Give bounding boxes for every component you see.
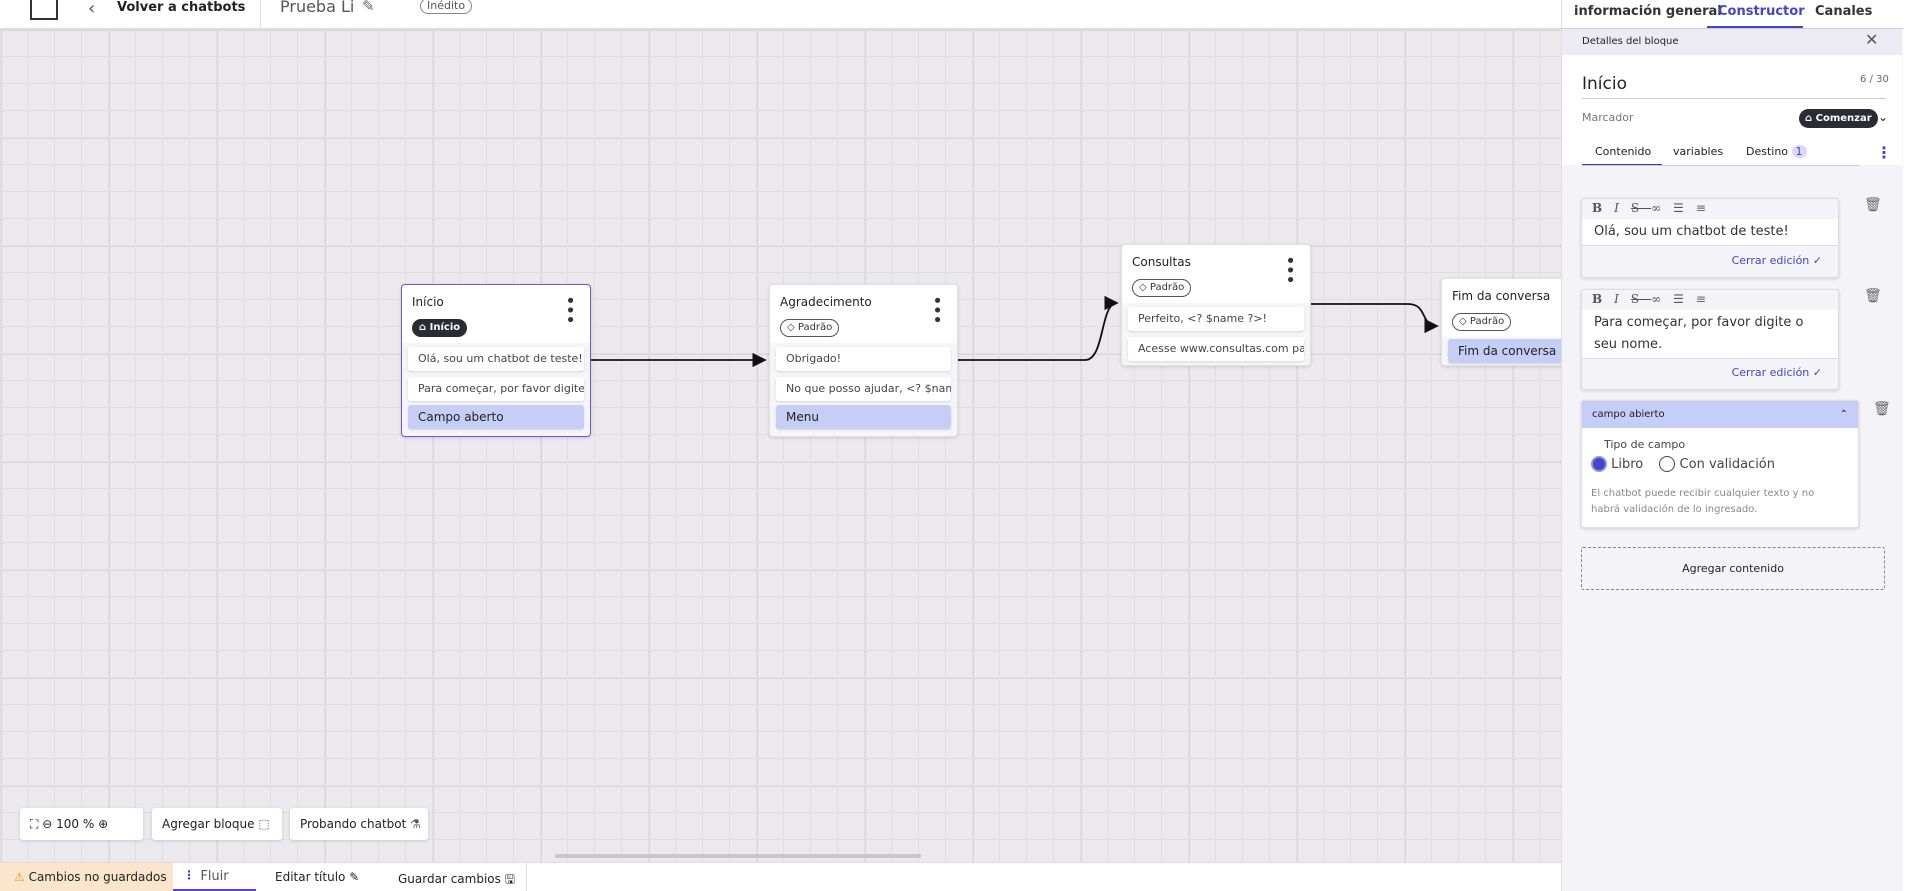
trash-icon[interactable]: 🗑 <box>1864 197 1882 213</box>
node-item[interactable]: Acesse www.consultas.com par... <box>1128 337 1304 361</box>
more-icon[interactable]: ⋮ <box>183 868 195 882</box>
content-text[interactable]: Olá, sou um chatbot de teste! <box>1582 219 1838 246</box>
node-action[interactable]: Campo aberto <box>408 405 584 429</box>
char-count: 6 / 30 <box>1860 74 1889 85</box>
marker-select[interactable]: ⌂ Comenzar <box>1799 109 1878 128</box>
unsaved-warning: ⚠ Cambios no guardados <box>0 863 173 891</box>
more-icon[interactable]: ••• <box>926 295 947 324</box>
field-help-text: El chatbot puede recibir cualquier texto… <box>1591 488 1815 515</box>
more-icon[interactable]: ••• <box>1279 255 1300 284</box>
content-editor[interactable]: BIS∞☰≡ Para começar, por favor digite o … <box>1581 289 1839 390</box>
zoom-controls: ⛶ ⊖ 100 % ⊕ <box>20 808 143 840</box>
flow-node-consultas[interactable]: Consultas ••• ◇ Padrão Perfeito, <? $nam… <box>1121 244 1311 366</box>
chevron-down-icon[interactable]: ⌄ <box>1878 110 1889 124</box>
chevron-up-icon: ⌃ <box>1839 409 1848 420</box>
format-toolbar[interactable]: BIS∞☰≡ <box>1592 201 1718 215</box>
node-item[interactable]: No que posso ajudar, <? $name ... <box>776 377 951 401</box>
edit-title-button[interactable]: Editar título ✎ <box>275 870 360 884</box>
node-tag: ◇ Padrão <box>780 319 840 337</box>
horizontal-scrollbar[interactable] <box>555 854 921 858</box>
save-changes-button[interactable]: Guardar cambios 🖫 <box>398 872 515 886</box>
connections <box>591 295 1439 368</box>
node-item[interactable]: Obrigado! <box>776 347 951 371</box>
chevron-left-icon[interactable]: ‹ <box>88 0 96 19</box>
zoom-out-icon[interactable]: ⊖ <box>42 817 53 831</box>
close-edit-button[interactable]: Cerrar edición ✓ <box>1731 366 1822 379</box>
node-title: Agradecimento <box>780 295 872 309</box>
test-chatbot-label: Probando chatbot <box>300 817 407 831</box>
connection-line <box>1311 303 1439 334</box>
more-icon[interactable]: ⋮ <box>1876 143 1892 162</box>
flow-node-inicio[interactable]: Início ••• ⌂ Início Olá, sou um chatbot … <box>401 284 591 437</box>
fit-screen-icon[interactable]: ⛶ <box>30 817 39 831</box>
subtab-variables[interactable]: variables <box>1673 145 1724 158</box>
block-details-panel: información general Constructor Canales … <box>1561 0 1912 891</box>
home-icon: ⌂ <box>1805 113 1816 124</box>
open-field-header[interactable]: campo abierto⌃ <box>1582 401 1858 428</box>
destino-count: 1 <box>1791 145 1807 158</box>
tag-icon: ◇ <box>1459 316 1470 327</box>
home-icon: ⌂ <box>419 322 430 333</box>
subtab-destino[interactable]: Destino 1 <box>1746 145 1807 158</box>
node-item[interactable]: Para começar, por favor digite o ... <box>408 377 584 401</box>
back-link[interactable]: Volver a chatbots <box>117 0 246 15</box>
node-item[interactable]: Olá, sou um chatbot de teste! <box>408 347 584 371</box>
close-edit-button[interactable]: Cerrar edición ✓ <box>1731 254 1822 267</box>
close-icon[interactable]: ✕ <box>1865 30 1879 49</box>
flow-canvas[interactable]: Início ••• ⌂ Início Olá, sou um chatbot … <box>0 29 1571 862</box>
chatbot-title: Prueba Li <box>280 0 355 16</box>
field-type-radio-group: Libro Con validación <box>1591 456 1775 472</box>
field-type-label: Tipo de campo <box>1604 438 1686 451</box>
add-content-button[interactable]: Agregar contenido <box>1581 547 1885 590</box>
node-action[interactable]: Menu <box>776 405 951 429</box>
content-text[interactable]: Para começar, por favor digite o seu nom… <box>1582 310 1838 359</box>
node-action[interactable]: Fim da conversa <box>1448 339 1571 363</box>
logo-icon <box>30 0 58 20</box>
open-field-block: campo abierto⌃ Tipo de campo Libro Con v… <box>1581 400 1859 528</box>
tab-constructor[interactable]: Constructor <box>1718 4 1805 19</box>
tab-fluir[interactable]: Fluir <box>173 863 256 891</box>
marker-label: Marcador <box>1582 111 1634 124</box>
tag-icon: ◇ <box>787 322 798 333</box>
add-block-button[interactable]: Agregar bloque ⬚ <box>152 808 282 840</box>
warning-icon: ⚠ <box>14 870 29 884</box>
radio-libro[interactable]: Libro <box>1591 456 1643 472</box>
tag-icon: ◇ <box>1139 282 1150 293</box>
flask-icon: ⚗ <box>410 817 421 831</box>
status-badge: Inédito <box>420 0 473 14</box>
panel-header: Detalles del bloque <box>1582 36 1679 47</box>
save-icon: 🖫 <box>504 872 515 886</box>
trash-icon[interactable]: 🗑 <box>1873 401 1891 417</box>
vertical-scrollbar[interactable] <box>1903 0 1912 891</box>
subtab-contenido[interactable]: Contenido <box>1595 145 1652 158</box>
zoom-level: 100 % <box>56 817 95 831</box>
bottom-bar: ⚠ Cambios no guardados ⋮ Fluir Editar tí… <box>0 862 1561 891</box>
flow-node-agradecimento[interactable]: Agradecimento ••• ◇ Padrão Obrigado! No … <box>769 284 958 437</box>
node-title: Fim da conversa <box>1452 289 1551 303</box>
pencil-icon: ✎ <box>349 870 360 884</box>
format-toolbar[interactable]: BIS∞☰≡ <box>1592 292 1718 306</box>
add-block-icon: ⬚ <box>258 817 270 831</box>
zoom-in-icon[interactable]: ⊕ <box>98 817 109 831</box>
trash-icon[interactable]: 🗑 <box>1864 288 1882 304</box>
more-icon[interactable]: ••• <box>559 295 580 324</box>
test-chatbot-button[interactable]: Probando chatbot ⚗ <box>290 808 428 840</box>
add-block-label: Agregar bloque <box>162 817 255 831</box>
node-title: Consultas <box>1132 255 1191 269</box>
node-tag: ◇ Padrão <box>1452 313 1512 331</box>
connection-line <box>958 295 1119 361</box>
top-bar: ‹ Volver a chatbots Prueba Li ✎ Inédito <box>0 0 1561 29</box>
node-tag: ⌂ Início <box>412 319 468 337</box>
content-editor[interactable]: BIS∞☰≡ Olá, sou um chatbot de teste! Cer… <box>1581 198 1839 278</box>
block-name-input[interactable]: Início <box>1582 74 1627 94</box>
tab-canales[interactable]: Canales <box>1815 4 1873 19</box>
node-title: Início <box>412 295 444 309</box>
pencil-icon[interactable]: ✎ <box>362 0 375 15</box>
node-item[interactable]: Perfeito, <? $name ?>! <box>1128 307 1304 331</box>
flow-node-fim[interactable]: Fim da conversa ◇ Padrão Fim da conversa <box>1441 278 1571 366</box>
node-tag: ◇ Padrão <box>1132 279 1192 297</box>
tab-informacion-general[interactable]: información general <box>1574 4 1722 19</box>
radio-con-validacion[interactable]: Con validación <box>1659 456 1775 472</box>
